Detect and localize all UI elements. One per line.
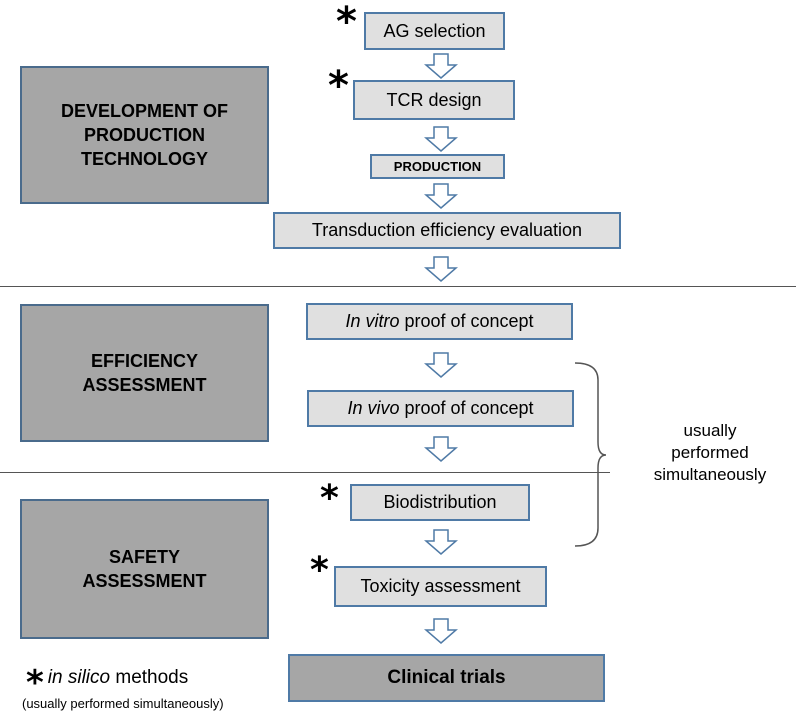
step-toxicity: Toxicity assessment bbox=[334, 566, 547, 607]
step-in-vivo: In vivo proof of concept bbox=[307, 390, 574, 427]
down-arrow-icon bbox=[424, 529, 458, 555]
step-in-vitro: In vitro proof of concept bbox=[306, 303, 573, 340]
legend-rest: methods bbox=[110, 667, 189, 688]
step-in-vivo-rest: proof of concept bbox=[399, 398, 534, 418]
step-ag-selection: AG selection bbox=[364, 12, 505, 50]
step-clinical-trials: Clinical trials bbox=[288, 654, 605, 702]
step-transduction: Transduction efficiency evaluation bbox=[273, 212, 621, 249]
down-arrow-icon bbox=[424, 183, 458, 209]
step-biodistribution: Biodistribution bbox=[350, 484, 530, 521]
down-arrow-icon bbox=[424, 256, 458, 282]
phase-efficiency: EFFICIENCY ASSESSMENT bbox=[20, 304, 269, 442]
down-arrow-icon bbox=[424, 618, 458, 644]
step-in-vivo-italic: In vivo bbox=[347, 398, 400, 418]
down-arrow-icon bbox=[424, 126, 458, 152]
legend-italic: in silico bbox=[47, 667, 111, 688]
section-divider-1 bbox=[0, 286, 796, 287]
in-silico-star-biodistribution: * bbox=[320, 478, 339, 519]
curly-bracket-icon bbox=[574, 362, 607, 547]
legend-star-icon: * bbox=[26, 663, 44, 703]
down-arrow-icon bbox=[424, 352, 458, 378]
in-silico-star-ag: * bbox=[336, 0, 357, 45]
simultaneous-note: usually performed simultaneously bbox=[653, 421, 767, 484]
down-arrow-icon bbox=[424, 53, 458, 79]
step-tcr-design: TCR design bbox=[353, 80, 515, 120]
step-production: PRODUCTION bbox=[370, 154, 505, 179]
legend: *in silico methods bbox=[26, 666, 188, 700]
in-silico-star-tcr: * bbox=[328, 63, 349, 109]
legend-subtitle: (usually performed simultaneously) bbox=[22, 696, 224, 711]
down-arrow-icon bbox=[424, 436, 458, 462]
phase-development: DEVELOPMENT OF PRODUCTION TECHNOLOGY bbox=[20, 66, 269, 204]
in-silico-star-toxicity: * bbox=[310, 550, 329, 591]
step-in-vitro-italic: In vitro bbox=[345, 311, 400, 331]
step-in-vitro-rest: proof of concept bbox=[399, 311, 534, 331]
section-divider-2 bbox=[0, 472, 610, 473]
phase-safety: SAFETY ASSESSMENT bbox=[20, 499, 269, 639]
